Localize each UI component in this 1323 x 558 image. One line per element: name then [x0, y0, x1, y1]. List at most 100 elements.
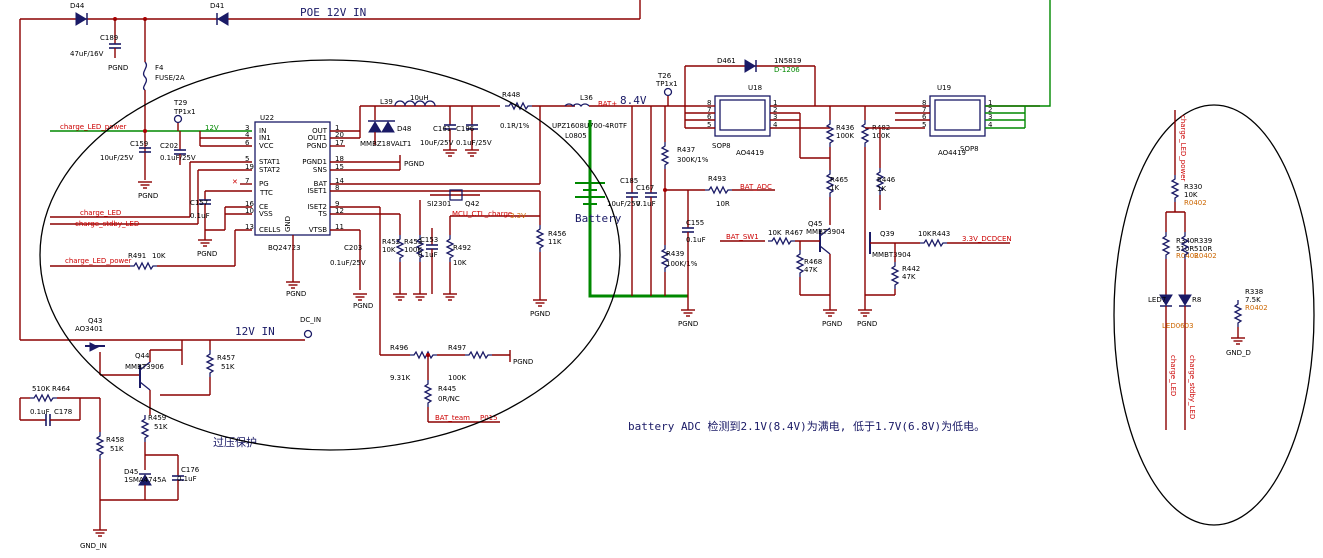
u18-pin-num-left: 7 [707, 106, 711, 114]
r452-ref: R452 [382, 238, 400, 246]
u19-pin-num-left: 7 [922, 106, 926, 114]
r491-val: 10K [152, 252, 166, 260]
transistor-q45: Q45 MMBT3904 PGND [806, 220, 846, 328]
u18-pin-num-right: 1 [773, 99, 777, 107]
u22-part: BQ24723 [268, 244, 301, 252]
r492-val: 10K [453, 259, 467, 267]
q42-part: SI2301 [427, 200, 451, 208]
resistor-r437: R437 300K/1% [661, 106, 709, 245]
c189-gnd: PGND [108, 64, 128, 72]
u19-part: AO4419 [938, 149, 966, 157]
r453-ref: R453 [404, 238, 422, 246]
r491-ref: R491 [128, 252, 146, 260]
resistor-r464: 510K R464 [20, 385, 100, 402]
t29-ref: T29 [173, 99, 187, 107]
u22-ref: U22 [260, 114, 274, 122]
d41-ref: D41 [210, 2, 224, 10]
r465-ref: R465 [830, 176, 848, 184]
battery-pgnd: PGND [678, 320, 698, 328]
c202-ref: C202 [160, 142, 178, 150]
r445-val: 0R/NC [438, 395, 460, 403]
r464-val: 510K [32, 385, 50, 393]
d48-ref: D48 [397, 125, 411, 133]
r467-val: 10K [768, 229, 782, 237]
c178-ref: C178 [54, 408, 72, 416]
r338-ref: R338 [1245, 288, 1263, 296]
led-pkg: LED0603 [1162, 322, 1194, 330]
u22-pin-num-left: 6 [245, 139, 250, 147]
net-bat-adc: BAT_ADC [740, 183, 772, 191]
u19-ref: U19 [937, 84, 951, 92]
charger-ellipse [39, 59, 621, 451]
r443-ref: R443 [932, 230, 950, 238]
u22-pin-num-right: 11 [335, 223, 344, 231]
resistor-r497: R497 100K PGND [448, 344, 533, 382]
r436-ref: R436 [836, 124, 855, 132]
d45-ref: D45 [124, 468, 138, 476]
testpoint-t26: T26 TP1x1 [655, 72, 678, 106]
u22-pin-num-left: 16 [245, 200, 254, 208]
led-ellipse [1113, 104, 1315, 526]
u18-pin-num-right: 2 [773, 106, 777, 114]
q45-ref: Q45 [808, 220, 822, 228]
c185-ref: C185 [620, 177, 638, 185]
r330-ref: R330 [1184, 183, 1202, 191]
u22-pin-name-left: CELLS [259, 226, 281, 234]
d461-part: 1N5819 [774, 57, 802, 65]
net-charge-led: charge_LED [80, 209, 121, 217]
r442-ref: R442 [902, 265, 920, 273]
u22-pin-name-right: BAT [314, 180, 328, 188]
c161-ref: C161 [433, 125, 451, 133]
u22-pin-name-right: PGND [307, 142, 327, 150]
r452-val: 10K [382, 246, 396, 254]
u22-pin-name-left: VCC [259, 142, 274, 150]
c189-val: 47uF/16V [70, 50, 104, 58]
r339-ref: R339 [1194, 237, 1212, 245]
u22-pin-num-left: 3 [245, 124, 249, 132]
r330-val: 10K [1184, 191, 1198, 199]
resistor-r339: R339 510R R0402 [1181, 212, 1217, 295]
c196-ref: C196 [456, 125, 475, 133]
u22-pin-num-right: 12 [335, 207, 344, 215]
q43-ref: Q43 [88, 317, 102, 325]
r456-ref: R456 [548, 230, 567, 238]
resistor-r459: R459 51K [141, 414, 168, 470]
r453-val: 100K [404, 246, 422, 254]
capacitor-c159: C159 10uF/25V PGND [100, 140, 158, 200]
resistor-r338: R338 7.5K R0402 GND_D [1226, 288, 1268, 357]
t29-val: TP1x1 [173, 108, 196, 116]
u19-pin-num-left: 6 [922, 113, 927, 121]
r436-val: 100K [836, 132, 854, 140]
r458-ref: R458 [106, 436, 124, 444]
c167-val: 0.1uF [636, 200, 656, 208]
inductor-l39: L39 10uH [380, 94, 436, 107]
r497-gnd: PGND [513, 358, 533, 366]
u19-pin-num-right: 4 [988, 121, 993, 129]
mosfet-q42: Q42 SI2301 [427, 189, 480, 208]
l39-ref: L39 [380, 98, 393, 106]
u18-ref: U18 [748, 84, 762, 92]
r456-val: 11K [548, 238, 562, 246]
q44-part: MMBT3906 [125, 363, 165, 371]
l36-ref: L36 [580, 94, 593, 102]
gnd-in: GND_IN [80, 542, 107, 550]
q39-part: MMBT3904 [872, 251, 912, 259]
u18-pin-num-right: 4 [773, 121, 778, 129]
bat-voltage: 8.4V [620, 94, 647, 107]
r338-pkg: R0402 [1245, 304, 1268, 312]
capacitor-c178: 0.1uF C178 [20, 398, 81, 426]
capacitor-c161: C161 10uF/25V [420, 106, 458, 157]
diode-d41: D41 [210, 2, 229, 26]
resistor-r468: R468 47K [796, 241, 830, 296]
r339-pkg: R0402 [1194, 252, 1217, 260]
c155-val: 0.1uF [686, 236, 706, 244]
connector-dc-in: DC_IN [300, 316, 321, 339]
u22-pin-num-left: 5 [245, 155, 249, 163]
r493-val: 10R [716, 200, 730, 208]
q42-ref: Q42 [465, 200, 479, 208]
u22-gnd-pin: GND [284, 216, 292, 232]
net-bat-plus: BAT+ [598, 100, 617, 108]
led8-ref: R8 [1192, 296, 1201, 304]
u22-pin-name-right: SNS [313, 166, 328, 174]
tvs-d48: D48 MMBZ18VALT1 [360, 106, 411, 148]
